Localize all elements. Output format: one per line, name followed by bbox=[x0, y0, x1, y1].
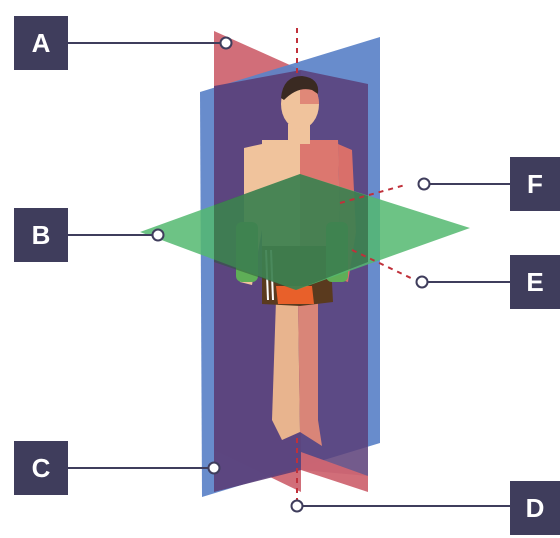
label-c: C bbox=[14, 441, 68, 495]
marker-a bbox=[221, 38, 232, 49]
marker-f bbox=[419, 179, 430, 190]
label-d: D bbox=[510, 481, 560, 535]
label-e: E bbox=[510, 255, 560, 309]
marker-b bbox=[153, 230, 164, 241]
marker-d bbox=[292, 501, 303, 512]
marker-e bbox=[417, 277, 428, 288]
marker-c bbox=[209, 463, 220, 474]
label-b: B bbox=[14, 208, 68, 262]
label-f: F bbox=[510, 157, 560, 211]
label-a: A bbox=[14, 16, 68, 70]
